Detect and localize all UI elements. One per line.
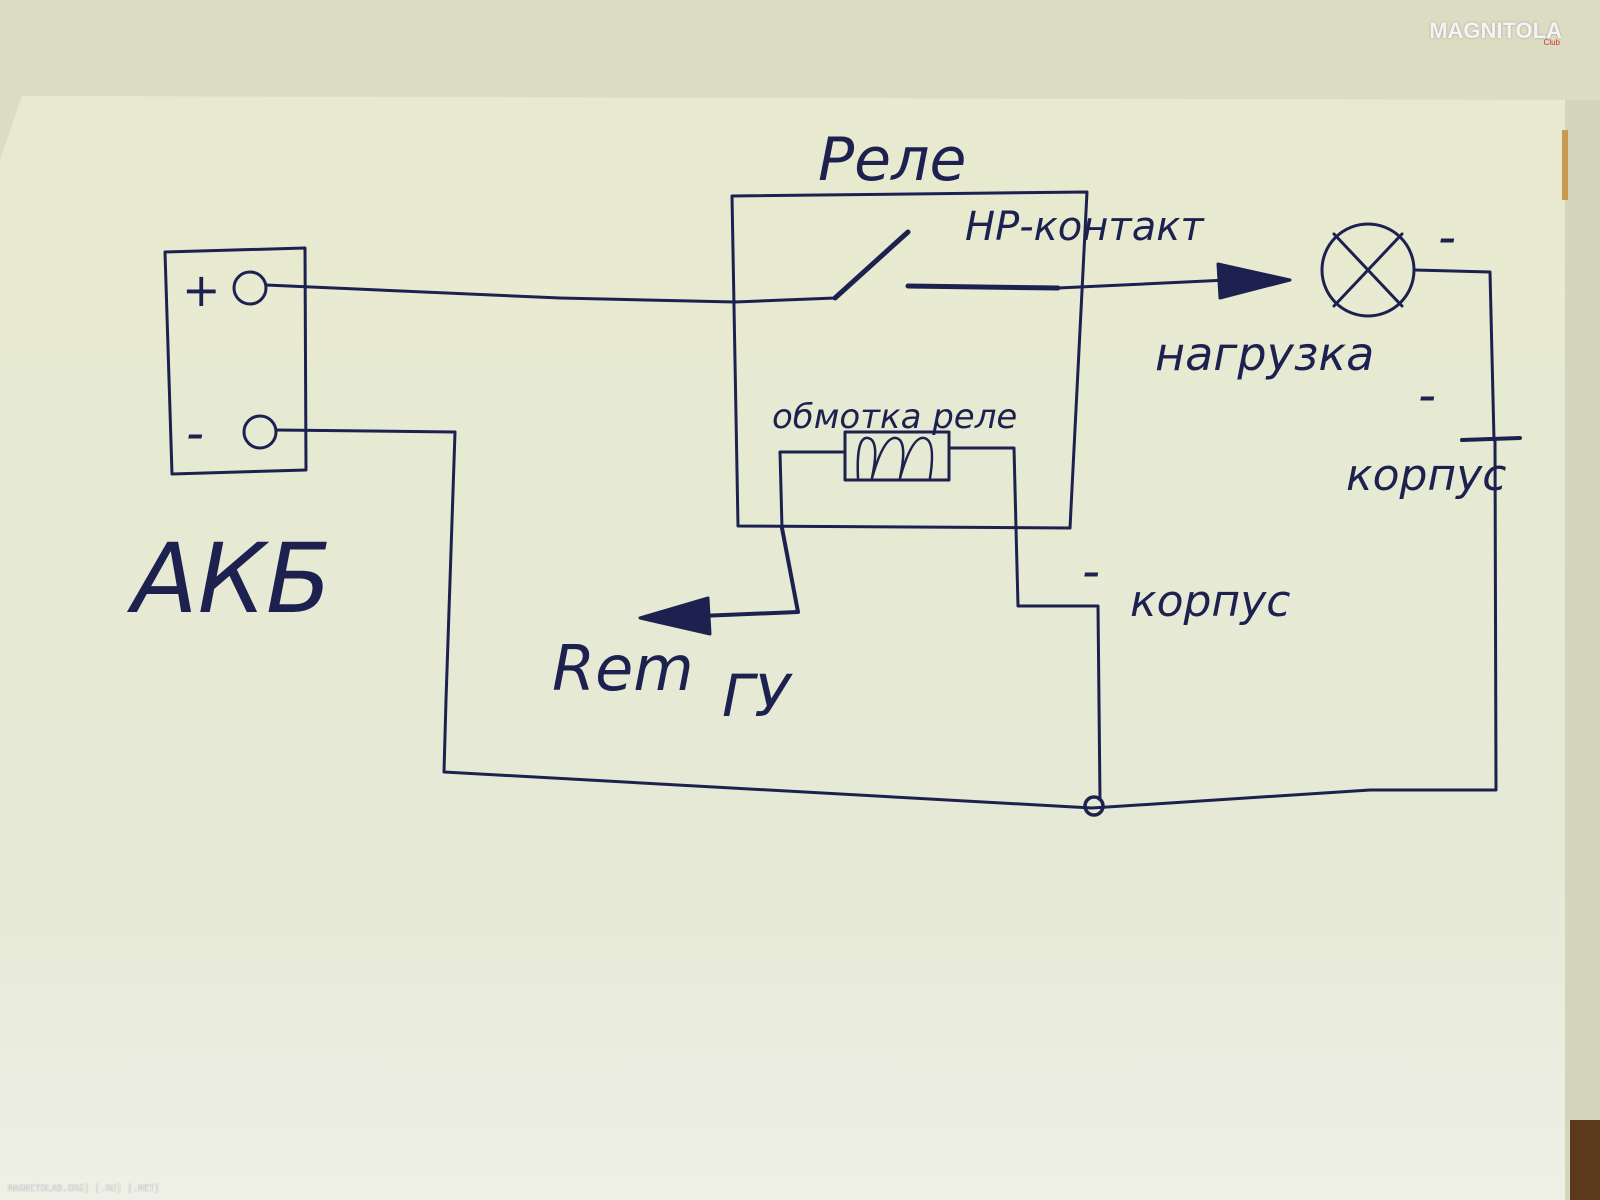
relay-coil bbox=[843, 430, 951, 482]
ground-label-center: корпус bbox=[1130, 576, 1290, 627]
ground-minus-right: - bbox=[1418, 366, 1436, 424]
battery-box bbox=[163, 246, 308, 476]
wire-ground-right bbox=[1090, 438, 1498, 810]
wire-minus-to-ground bbox=[274, 428, 1094, 810]
load-arrow bbox=[1216, 262, 1292, 300]
lamp-cross-b bbox=[1332, 232, 1404, 308]
rem-arrow bbox=[638, 596, 712, 636]
battery-label: АКБ bbox=[126, 523, 332, 635]
rem-label: Rem bbox=[552, 632, 694, 705]
no-contact-label: НР-контакт bbox=[965, 204, 1205, 250]
battery-minus-terminal bbox=[242, 414, 278, 450]
ground-junction bbox=[1083, 795, 1105, 817]
orange-strip bbox=[1562, 130, 1568, 200]
load-lamp bbox=[1320, 222, 1416, 318]
paper-edge-shadow bbox=[1565, 100, 1600, 1200]
battery-plus-sign: + bbox=[182, 263, 221, 317]
wires bbox=[264, 268, 1498, 817]
head-unit-label: ГУ bbox=[722, 662, 793, 730]
wire-coil-to-ground bbox=[1014, 526, 1102, 802]
battery-plus-terminal bbox=[232, 270, 268, 306]
wire-lamp-to-ground bbox=[1413, 268, 1496, 442]
coil-winding bbox=[856, 436, 934, 480]
ground-tick-right bbox=[1460, 436, 1522, 442]
ground-label-right: корпус bbox=[1346, 450, 1506, 501]
coil-lead-left bbox=[778, 450, 847, 530]
wire-rem-lead bbox=[698, 526, 800, 618]
battery-minus-sign: - bbox=[186, 404, 204, 462]
relay-box bbox=[730, 190, 1089, 530]
coil-label: обмотка реле bbox=[772, 397, 1017, 437]
desk-corner bbox=[1570, 1120, 1600, 1200]
load-label: нагрузка bbox=[1155, 327, 1374, 381]
battery: + - АКБ bbox=[126, 246, 332, 635]
relay-title: Реле bbox=[818, 125, 966, 195]
watermark-sub: Club bbox=[1543, 38, 1560, 47]
lamp-circle bbox=[1320, 222, 1416, 318]
relay-switch-blade bbox=[832, 229, 911, 301]
relay: Реле НР-контакт обмотка реле bbox=[730, 125, 1205, 530]
ground-minus-center: - bbox=[1082, 542, 1100, 600]
watermark-footer: MAGNITOLAB.ORG] [.RU] [.NET] bbox=[8, 1184, 160, 1194]
relay-contact-out bbox=[905, 283, 1061, 291]
coil-lead-right bbox=[947, 446, 1018, 530]
wire-plus-to-switch bbox=[264, 283, 837, 304]
lamp-minus-sign: - bbox=[1438, 208, 1456, 266]
watermark-logo: MAGNITOLA bbox=[1429, 18, 1562, 43]
paper-sheet bbox=[0, 96, 1575, 1200]
